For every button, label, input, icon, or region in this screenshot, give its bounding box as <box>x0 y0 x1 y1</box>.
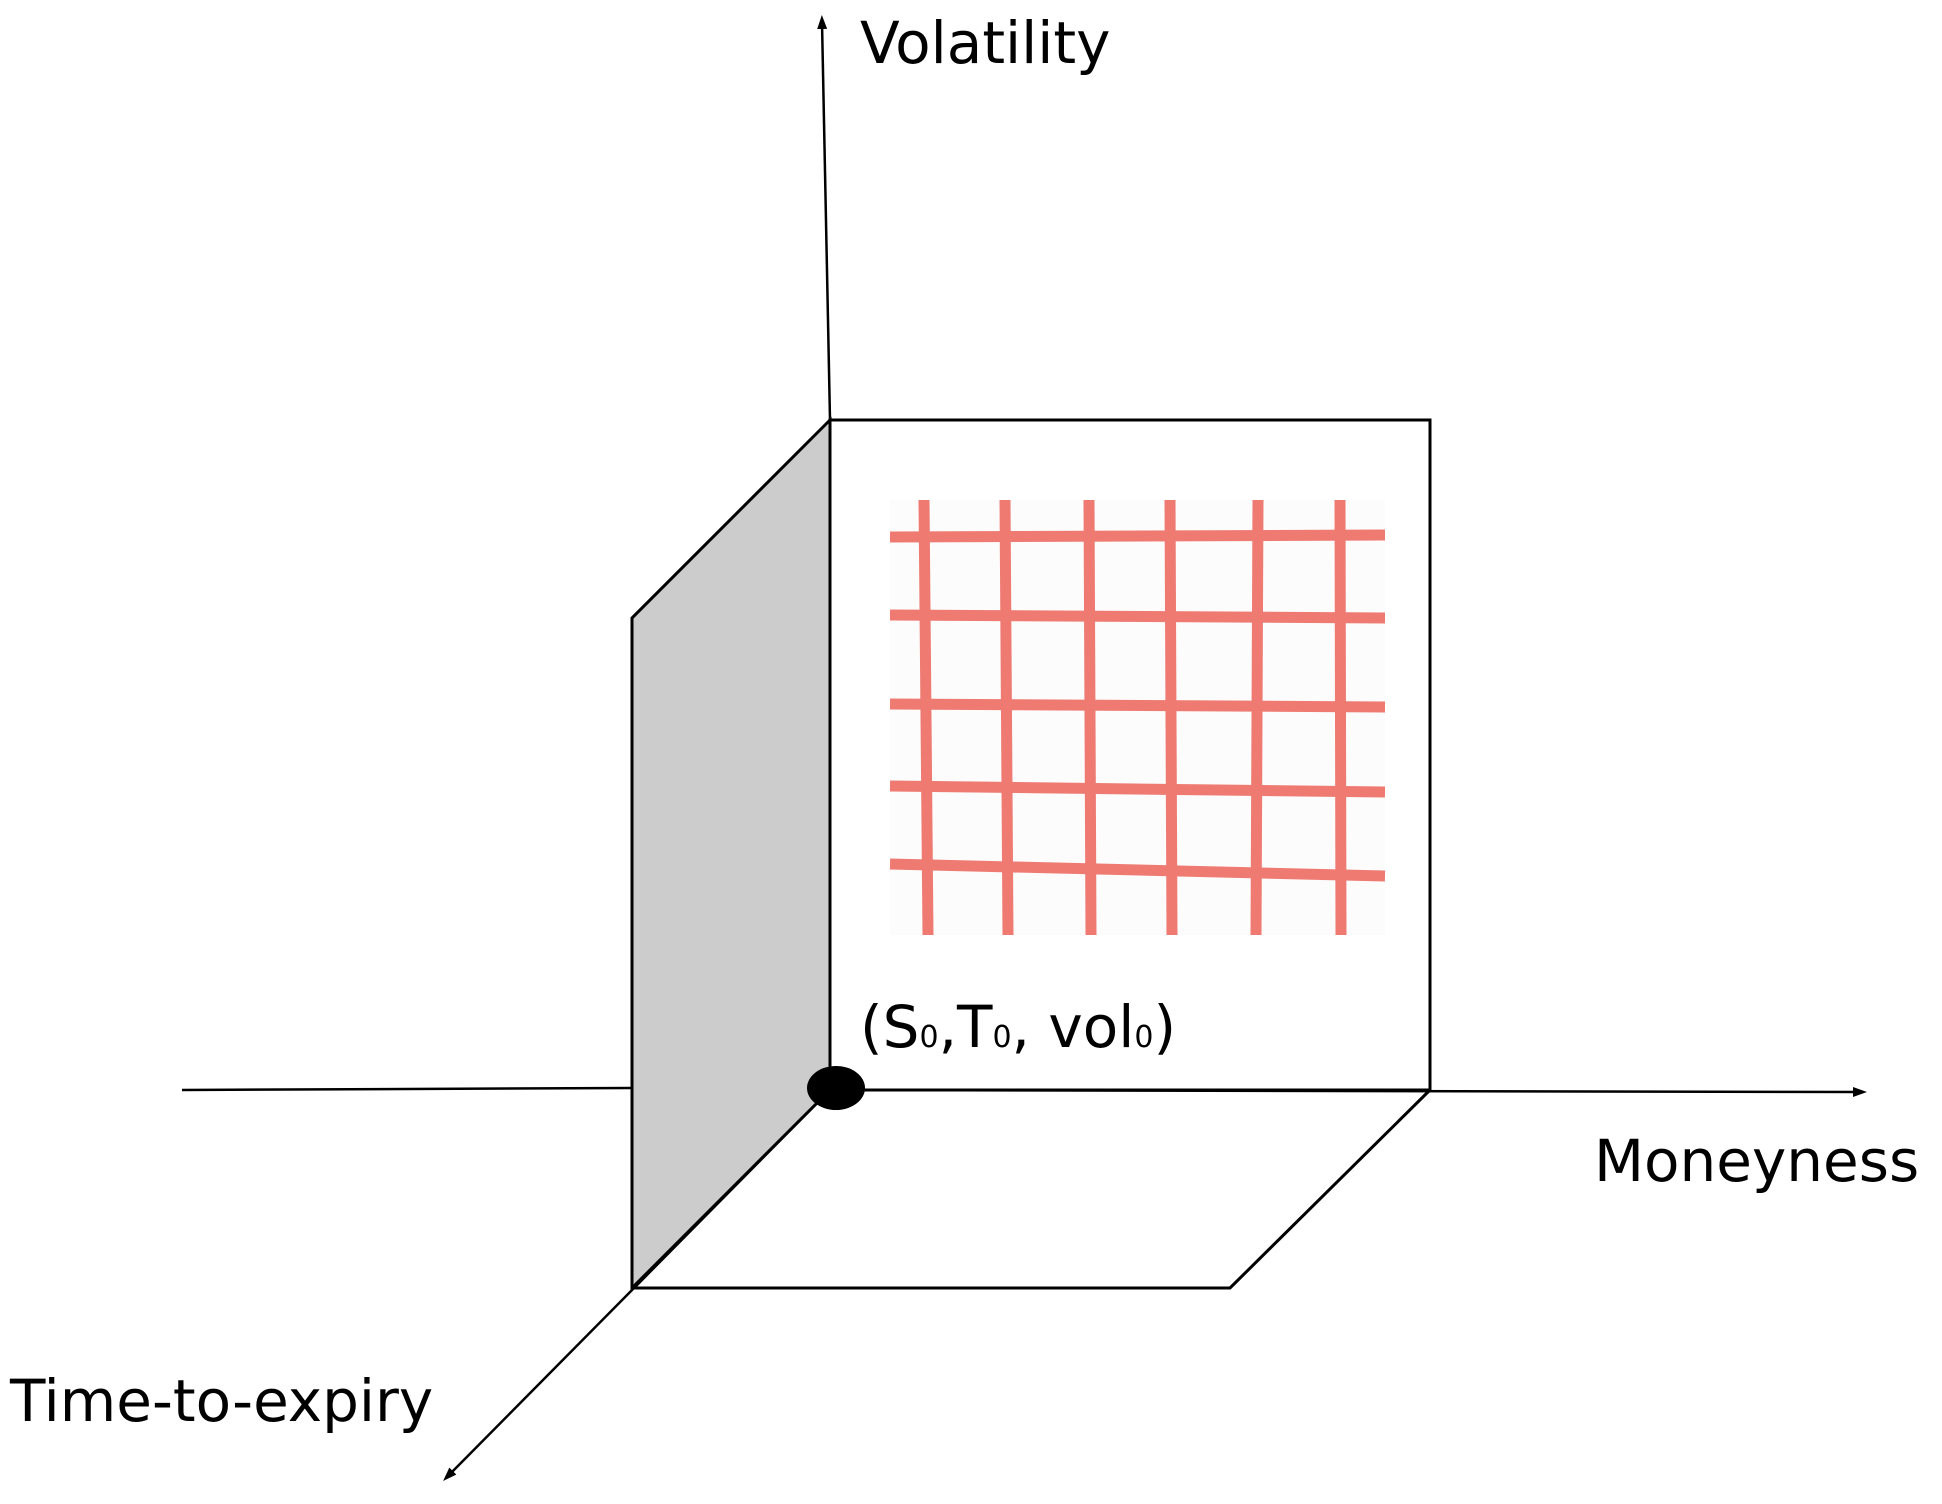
origin-separator: , <box>1011 993 1049 1061</box>
volatility-axis <box>817 15 832 421</box>
grid-line <box>1334 499 1347 936</box>
origin-t: T <box>957 993 993 1061</box>
bottom-panel <box>632 1088 1432 1290</box>
grid-line <box>889 529 1386 543</box>
grid-mesh <box>889 499 1386 936</box>
origin-close-paren: ) <box>1153 993 1177 1061</box>
origin-s: S <box>882 993 920 1061</box>
origin-point-label: (S0,T0, vol0) <box>860 998 1176 1056</box>
side-panel <box>630 416 832 1292</box>
time-to-expiry-axis <box>443 1089 831 1481</box>
grid-line <box>889 780 1386 798</box>
grid-line <box>1164 499 1178 936</box>
origin-dot <box>807 1066 865 1110</box>
origin-s-subscript: 0 <box>919 1020 939 1055</box>
grid-line <box>1250 499 1264 936</box>
moneyness-axis-label: Moneyness <box>1594 1127 1920 1195</box>
volatility-axis-label: Volatility <box>860 9 1111 77</box>
grid-line <box>889 858 1386 882</box>
moneyness-axis <box>829 1086 1867 1097</box>
time-to-expiry-axis-label: Time-to-expiry <box>10 1367 434 1435</box>
origin-separator: , <box>938 993 957 1061</box>
moneyness-axis-left <box>181 1086 633 1092</box>
origin-open-paren: ( <box>860 993 883 1061</box>
grid-line <box>1083 499 1097 936</box>
origin-vol: vol <box>1048 993 1135 1061</box>
grid-line <box>889 609 1386 624</box>
origin-vol-subscript: 0 <box>1134 1020 1154 1055</box>
grid-line <box>889 698 1386 713</box>
origin-t-subscript: 0 <box>992 1020 1012 1055</box>
